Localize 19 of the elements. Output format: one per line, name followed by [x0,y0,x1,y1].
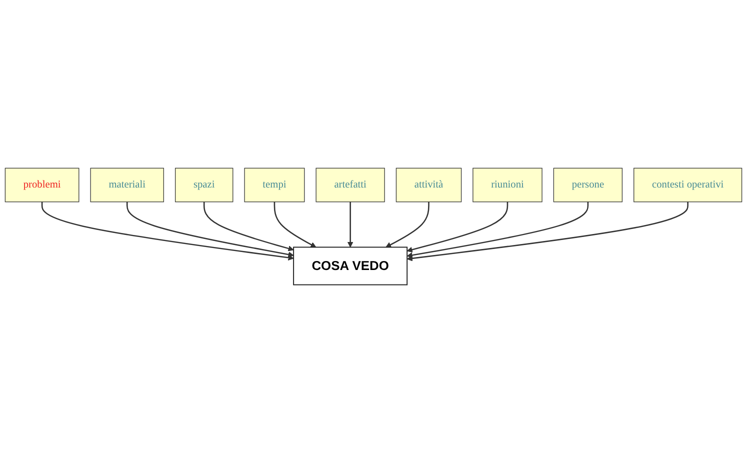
arrow [126,201,294,257]
node-box: artefatti [316,167,385,202]
node-box: contesti operativi [634,167,742,202]
node-box: COSA VEDO [293,246,408,285]
arrow [406,201,688,261]
arrow [386,201,430,247]
arrow [347,201,354,247]
arrow [41,201,294,260]
node-box: riunioni [472,167,542,202]
node-box: tempi [244,167,305,202]
arrow [274,201,316,247]
node-box: spazi [175,167,234,202]
arrow [406,201,589,258]
node-box: problemi [4,167,80,202]
node-box: attività [396,167,462,202]
node-box: persone [553,167,623,202]
arrow [203,201,294,251]
node-box: materiali [90,167,164,202]
arrow [406,201,508,252]
